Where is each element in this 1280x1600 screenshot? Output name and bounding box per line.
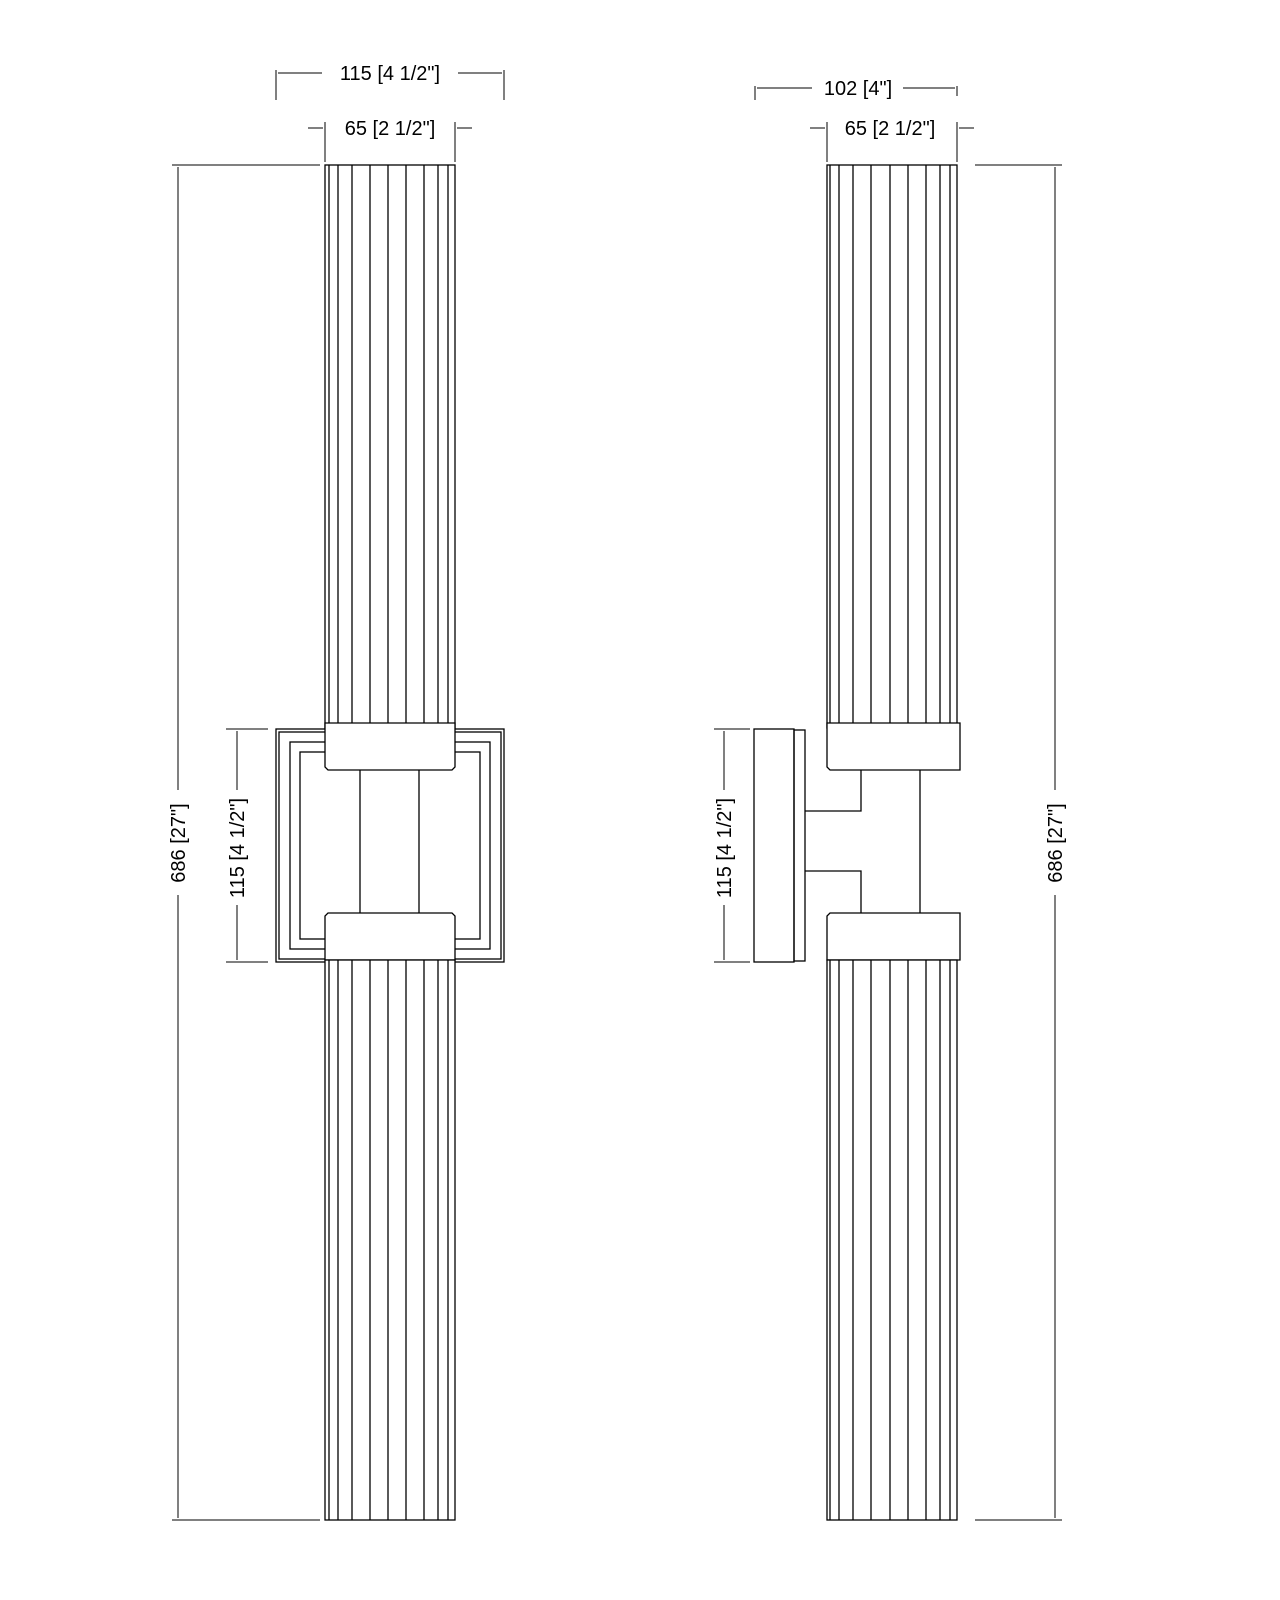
front-backplate-height-label: 115 [4 1/2"] (227, 798, 249, 898)
front-view (275, 164, 505, 1521)
side-dimensions (714, 86, 1062, 1521)
side-view (753, 164, 961, 1521)
front-bottom-shade (324, 959, 456, 1521)
front-top-shade (324, 164, 456, 729)
front-top-collar (324, 722, 456, 771)
front-bottom-collar (324, 912, 456, 961)
side-lower-arm (805, 870, 862, 913)
side-backplate (753, 728, 795, 963)
side-overall-depth-label: 102 [4"] (824, 78, 892, 100)
front-overall-width-label: 115 [4 1/2"] (340, 63, 440, 85)
side-shade-width-label: 65 [2 1/2"] (845, 118, 936, 140)
front-overall-height-label: 686 [27"] (168, 803, 190, 882)
front-dimensions (172, 70, 505, 1521)
side-top-shade (826, 164, 958, 729)
front-shade-width-label: 65 [2 1/2"] (345, 118, 436, 140)
side-overall-height-label: 686 [27"] (1045, 803, 1067, 882)
side-bottom-shade (826, 959, 958, 1521)
side-bottom-collar (826, 912, 961, 961)
side-backplate-height-label: 115 [4 1/2"] (714, 798, 736, 898)
side-top-collar (826, 722, 961, 771)
side-upper-arm (805, 770, 862, 812)
